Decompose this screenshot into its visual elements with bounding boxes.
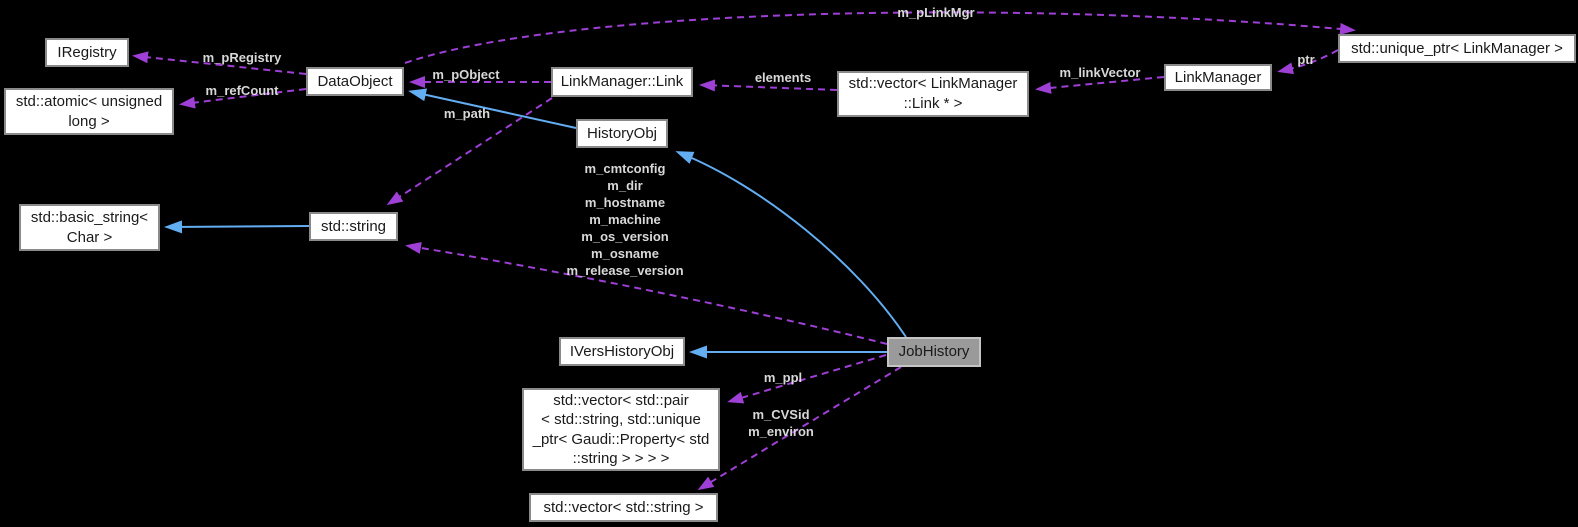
node-basic-string: std::basic_string< Char > <box>19 204 160 251</box>
node-vector-links: std::vector< LinkManager ::Link * > <box>837 71 1029 117</box>
edge-label-elements: elements <box>754 70 812 85</box>
edge-label-m-path: m_path <box>443 106 491 121</box>
edge-label-m-pobject: m_pObject <box>432 67 500 82</box>
node-vector-pair: std::vector< std::pair < std::string, st… <box>522 388 720 471</box>
node-historyobj[interactable]: HistoryObj <box>576 119 668 148</box>
node-dataobject[interactable]: DataObject <box>306 67 404 96</box>
edge-label-ptr: ptr <box>1297 52 1315 67</box>
node-jobhistory: JobHistory <box>887 337 981 367</box>
edge-label-history-members: m_cmtconfig m_dir m_hostname m_machine m… <box>566 161 684 278</box>
edge-m-plinkmgr <box>404 11 1356 64</box>
edge-inherit-historyobj-dataobject <box>408 88 577 129</box>
edge-label-m-pregistry: m_pRegistry <box>202 50 282 65</box>
node-linkmanager-link[interactable]: LinkManager::Link <box>551 67 693 97</box>
node-vector-string: std::vector< std::string > <box>529 493 718 522</box>
node-ivershistoryobj[interactable]: IVersHistoryObj <box>559 337 685 366</box>
edge-label-m-ppl: m_ppl <box>763 370 803 385</box>
node-linkmanager[interactable]: LinkManager <box>1164 64 1272 91</box>
edge-label-m-refcount: m_refCount <box>205 83 279 98</box>
edge-inherit-jobhistory-historyobj <box>675 151 907 338</box>
node-std-string: std::string <box>309 212 398 241</box>
node-iregistry[interactable]: IRegistry <box>45 38 129 67</box>
edge-label-m-linkvector: m_linkVector <box>1059 65 1141 80</box>
edge-inherit-string-basicstring <box>164 220 310 234</box>
edge-m-ppl <box>727 354 887 404</box>
node-std-atomic: std::atomic< unsigned long > <box>4 88 174 135</box>
node-unique-ptr: std::unique_ptr< LinkManager > <box>1338 34 1576 63</box>
edge-label-m-plinkmgr: m_pLinkMgr <box>897 5 975 20</box>
edge-label-cvsid-environ: m_CVSid m_environ <box>748 407 814 439</box>
